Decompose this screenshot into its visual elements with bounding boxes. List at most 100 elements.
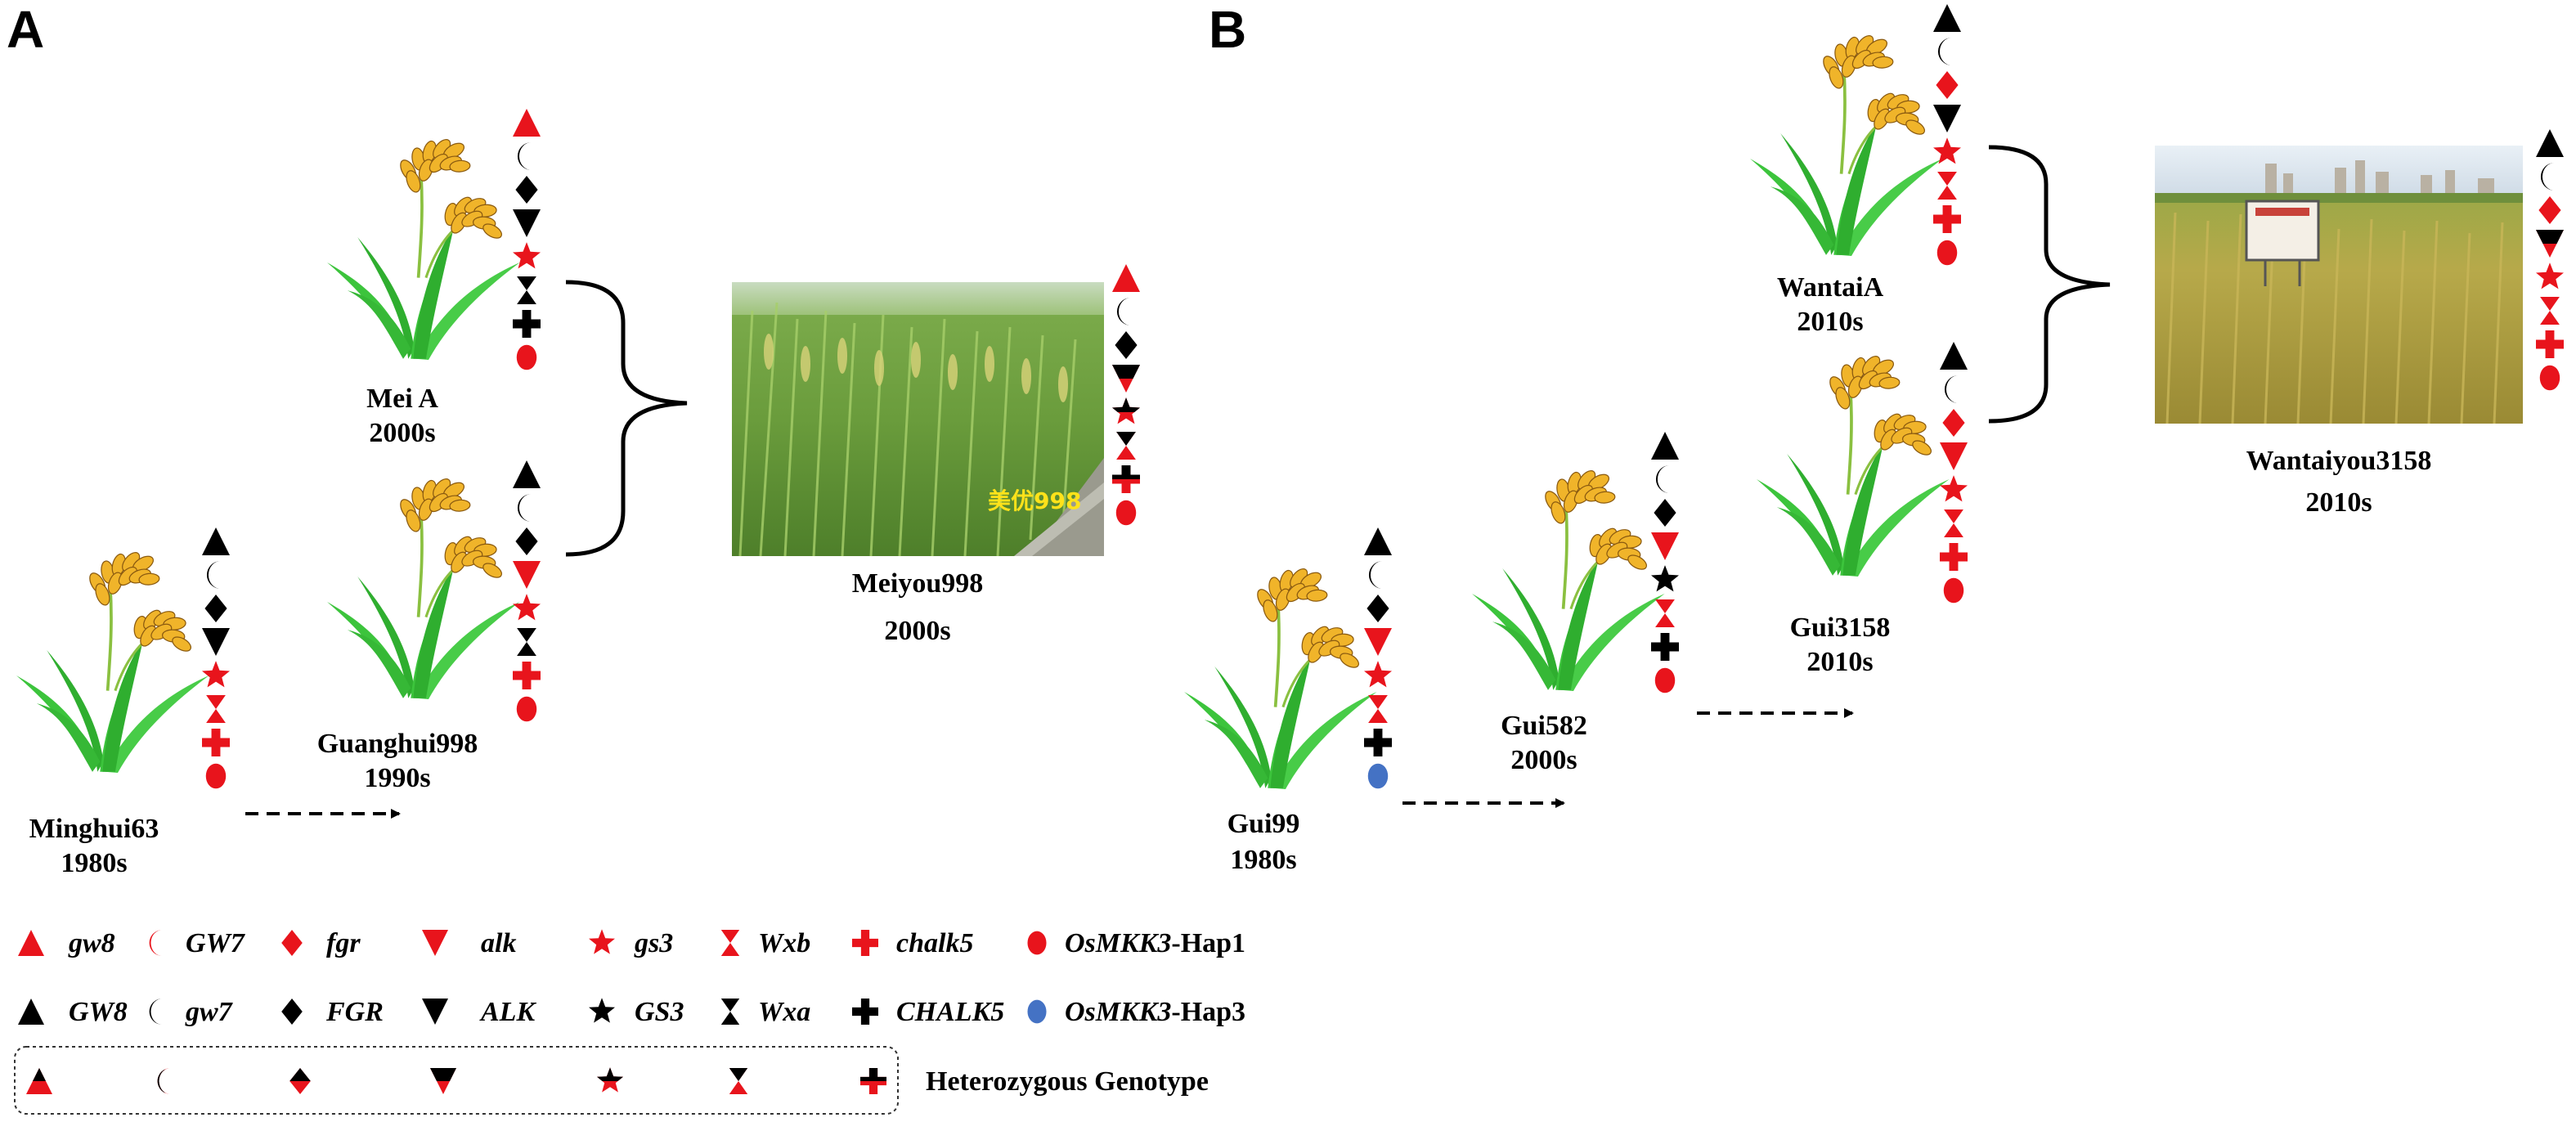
- legend-gene-label: fgr: [326, 928, 361, 958]
- hourglass-icon: [1937, 172, 1957, 200]
- diamond-icon: [515, 176, 538, 204]
- triangle-up-icon: [18, 999, 44, 1025]
- legend-row2-item: gw7: [149, 997, 234, 1027]
- label-minghui63-name: Minghui63: [29, 814, 159, 844]
- heterozygous-box: [14, 1046, 899, 1115]
- star-icon: [1940, 475, 1968, 502]
- genotype-column-wantaiyou3158: [2536, 129, 2564, 391]
- legend-row1-item: gs3: [589, 928, 673, 958]
- diamond-icon: [281, 999, 303, 1025]
- crescent-icon: [1944, 375, 1959, 403]
- legend-gene-label: Wxb: [758, 928, 810, 958]
- heterozygous-crescent-icon: [157, 1068, 171, 1094]
- ellipse-icon: [1654, 667, 1676, 693]
- genotype-column-minghui63: [202, 527, 230, 789]
- heterozygous-triangle-up-icon: [26, 1068, 52, 1094]
- cross-icon: [513, 662, 541, 689]
- legend-gene-label: chalk5: [896, 928, 973, 958]
- crescent-icon: [149, 999, 163, 1025]
- star-icon: [202, 661, 230, 688]
- genotype-column-gui582: [1651, 432, 1679, 693]
- genotype-column-wantaia: [1933, 4, 1961, 266]
- hourglass-icon: [517, 276, 536, 304]
- plant-gui99-icon: [1183, 564, 1379, 791]
- hourglass-icon: [1116, 432, 1136, 460]
- label-meiyou998-era: 2000s: [884, 616, 950, 646]
- star-icon: [1364, 661, 1392, 688]
- label-wantaia-name: WantaiA: [1777, 272, 1884, 303]
- genotype-column-meiyou998: [1112, 264, 1140, 526]
- legend-row1-item: fgr: [281, 928, 361, 958]
- star-icon: [589, 998, 615, 1023]
- triangle-down-icon: [422, 999, 448, 1025]
- brace-a: [565, 280, 688, 557]
- label-gui3158-era: 2010s: [1806, 647, 1873, 677]
- genotype-column-guanghui998: [513, 460, 541, 722]
- hourglass-icon: [1368, 695, 1388, 723]
- ellipse-icon: [1027, 999, 1047, 1024]
- genotype-column-gui3158: [1940, 342, 1968, 604]
- diamond-icon: [515, 527, 538, 555]
- plant-guanghui998-icon: [325, 474, 522, 701]
- legend-row1-item: OsMKK3-Hap1: [1027, 928, 1245, 958]
- label-gui3158-name: Gui3158: [1790, 613, 1891, 643]
- label-guanghui998-name: Guanghui998: [317, 729, 478, 759]
- legend-row1-item: GW7: [149, 928, 246, 958]
- ellipse-icon: [2539, 365, 2560, 391]
- legend-gene-label: gw7: [185, 997, 234, 1027]
- plant-wantaia-icon: [1748, 31, 1945, 258]
- label-gui582-era: 2000s: [1510, 745, 1577, 775]
- label-gui99-name: Gui99: [1227, 809, 1300, 839]
- triangle-up-icon: [1364, 527, 1392, 555]
- legend-gene-label: OsMKK3-Hap3: [1065, 997, 1245, 1027]
- label-meia-era: 2000s: [369, 418, 435, 448]
- photo-wantaiyou3158: [2155, 146, 2523, 424]
- ellipse-icon: [1936, 240, 1958, 266]
- label-wantaiyou3158-name: Wantaiyou3158: [2246, 446, 2432, 476]
- ellipse-icon: [1943, 577, 1964, 604]
- label-gui99-era: 1980s: [1230, 845, 1296, 875]
- triangle-up-icon: [18, 930, 44, 956]
- hourglass-icon: [2540, 297, 2560, 325]
- photo-meiyou998: 美优998: [732, 282, 1104, 557]
- hourglass-icon: [1655, 599, 1675, 627]
- legend-gene-label: GS3: [635, 997, 684, 1027]
- ellipse-icon: [516, 344, 537, 370]
- triangle-up-icon: [513, 109, 541, 137]
- crescent-icon: [1937, 38, 1952, 65]
- ellipse-icon: [1027, 931, 1047, 955]
- heterozygous-cross-icon: [860, 1068, 886, 1094]
- photo-caption: 美优998: [988, 487, 1081, 514]
- plant-minghui63-icon: [15, 548, 211, 774]
- plant-gui3158-icon: [1755, 352, 1951, 578]
- genotype-columns: [202, 4, 2564, 789]
- triangle-up-icon: [202, 527, 230, 555]
- legend-gene-label: gs3: [634, 928, 673, 958]
- legend-row1-item: gw8: [18, 928, 115, 958]
- label-meiyou998-name: Meiyou998: [852, 568, 984, 599]
- label-minghui63-era: 1980s: [61, 848, 127, 878]
- cross-icon: [513, 310, 541, 338]
- crescent-icon: [2540, 163, 2555, 191]
- cross-icon: [2536, 330, 2564, 358]
- triangle-down-icon: [2536, 230, 2564, 258]
- variety-labels: Minghui63 1980s Guanghui998 1990s Mei A …: [29, 272, 2432, 878]
- legend-row2-item: FGR: [281, 997, 384, 1027]
- diamond-icon: [281, 930, 303, 956]
- star-icon: [1112, 397, 1140, 424]
- plant-meia-icon: [325, 135, 522, 361]
- legend-gene-label: GW8: [69, 997, 128, 1027]
- hourglass-icon: [517, 628, 536, 656]
- crescent-icon: [149, 930, 163, 956]
- ellipse-icon: [1115, 500, 1137, 526]
- cross-icon: [1112, 465, 1140, 493]
- triangle-up-icon: [1933, 4, 1961, 32]
- genotype-column-gui99: [1364, 527, 1392, 789]
- legend-row2-item: GW8: [18, 997, 128, 1027]
- star-icon: [1651, 565, 1679, 592]
- panel-letter-a: A: [7, 0, 44, 59]
- legend-gene-label: alk: [481, 928, 516, 958]
- brace-b: [1988, 145, 2111, 424]
